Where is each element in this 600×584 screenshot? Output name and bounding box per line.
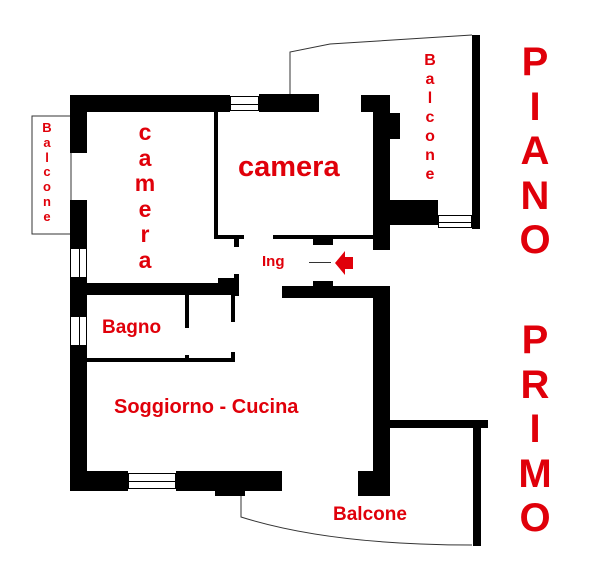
wall — [70, 278, 87, 316]
wall — [70, 200, 87, 248]
entrance-line — [309, 262, 331, 263]
partition — [234, 274, 239, 296]
letter: m — [134, 170, 156, 196]
letter: a — [425, 71, 435, 88]
letter: a — [138, 246, 152, 273]
floor-title-piano: P I A N O — [515, 40, 555, 263]
letter: o — [43, 179, 51, 195]
letter: n — [43, 193, 51, 209]
letter: R — [520, 362, 550, 407]
letter: a — [138, 144, 152, 171]
window — [70, 316, 87, 346]
wall — [313, 281, 333, 287]
letter: c — [138, 119, 152, 145]
letter: O — [519, 218, 551, 262]
room-label-bagno: Bagno — [102, 317, 162, 338]
letter: I — [529, 84, 541, 129]
wall — [176, 471, 282, 491]
letter: O — [519, 496, 551, 540]
letter: e — [43, 208, 51, 224]
wall — [87, 283, 237, 295]
window — [70, 248, 87, 278]
partition — [87, 358, 235, 362]
wall — [70, 346, 87, 491]
floor-title-primo: P R I M O — [515, 318, 555, 541]
wall — [70, 95, 230, 112]
room-label-ingresso: Ing — [262, 253, 285, 270]
wall — [388, 200, 438, 225]
wall — [70, 471, 128, 491]
partition — [214, 112, 218, 238]
balcony-label-top-right: B a l c o n e — [421, 51, 439, 184]
wall — [259, 94, 319, 112]
letter: P — [521, 318, 549, 362]
wall — [282, 286, 390, 298]
red-arrow-left-icon — [335, 251, 353, 275]
window — [128, 473, 176, 489]
window — [438, 215, 472, 228]
letter: c — [425, 109, 435, 126]
wall — [373, 95, 390, 250]
window — [230, 96, 259, 111]
wall — [473, 426, 481, 546]
partition — [234, 235, 239, 247]
wall — [388, 113, 400, 139]
balcony-label-left: B a l c o n e — [40, 120, 54, 225]
balcony-label-bottom: Balcone — [333, 504, 407, 525]
letter: l — [45, 149, 49, 165]
letter: B — [42, 120, 52, 135]
partition — [231, 295, 235, 322]
wall — [358, 471, 390, 496]
letter: l — [427, 90, 433, 107]
wall — [70, 95, 87, 153]
room-label-camera-left: c a m e r a — [130, 119, 160, 273]
room-label-camera-right: camera — [238, 151, 340, 183]
wall — [215, 488, 245, 496]
wall — [472, 35, 480, 229]
letter: I — [529, 407, 541, 451]
letter: e — [425, 166, 435, 183]
letter: B — [424, 52, 436, 69]
letter: a — [43, 134, 51, 150]
room-label-soggiorno-cucina: Soggiorno - Cucina — [114, 396, 299, 418]
letter: N — [520, 173, 550, 218]
wall — [373, 286, 390, 496]
letter: c — [43, 164, 51, 180]
letter: A — [520, 129, 550, 173]
partition — [231, 352, 235, 362]
letter: P — [521, 40, 549, 84]
letter: r — [140, 221, 150, 247]
letter: e — [138, 195, 152, 222]
wall — [388, 420, 488, 428]
letter: n — [425, 147, 435, 164]
partition — [214, 235, 244, 239]
letter: o — [425, 128, 435, 145]
letter: M — [518, 451, 552, 496]
wall — [218, 278, 238, 295]
partition — [185, 295, 189, 328]
partition — [185, 355, 189, 362]
wall — [313, 235, 333, 245]
